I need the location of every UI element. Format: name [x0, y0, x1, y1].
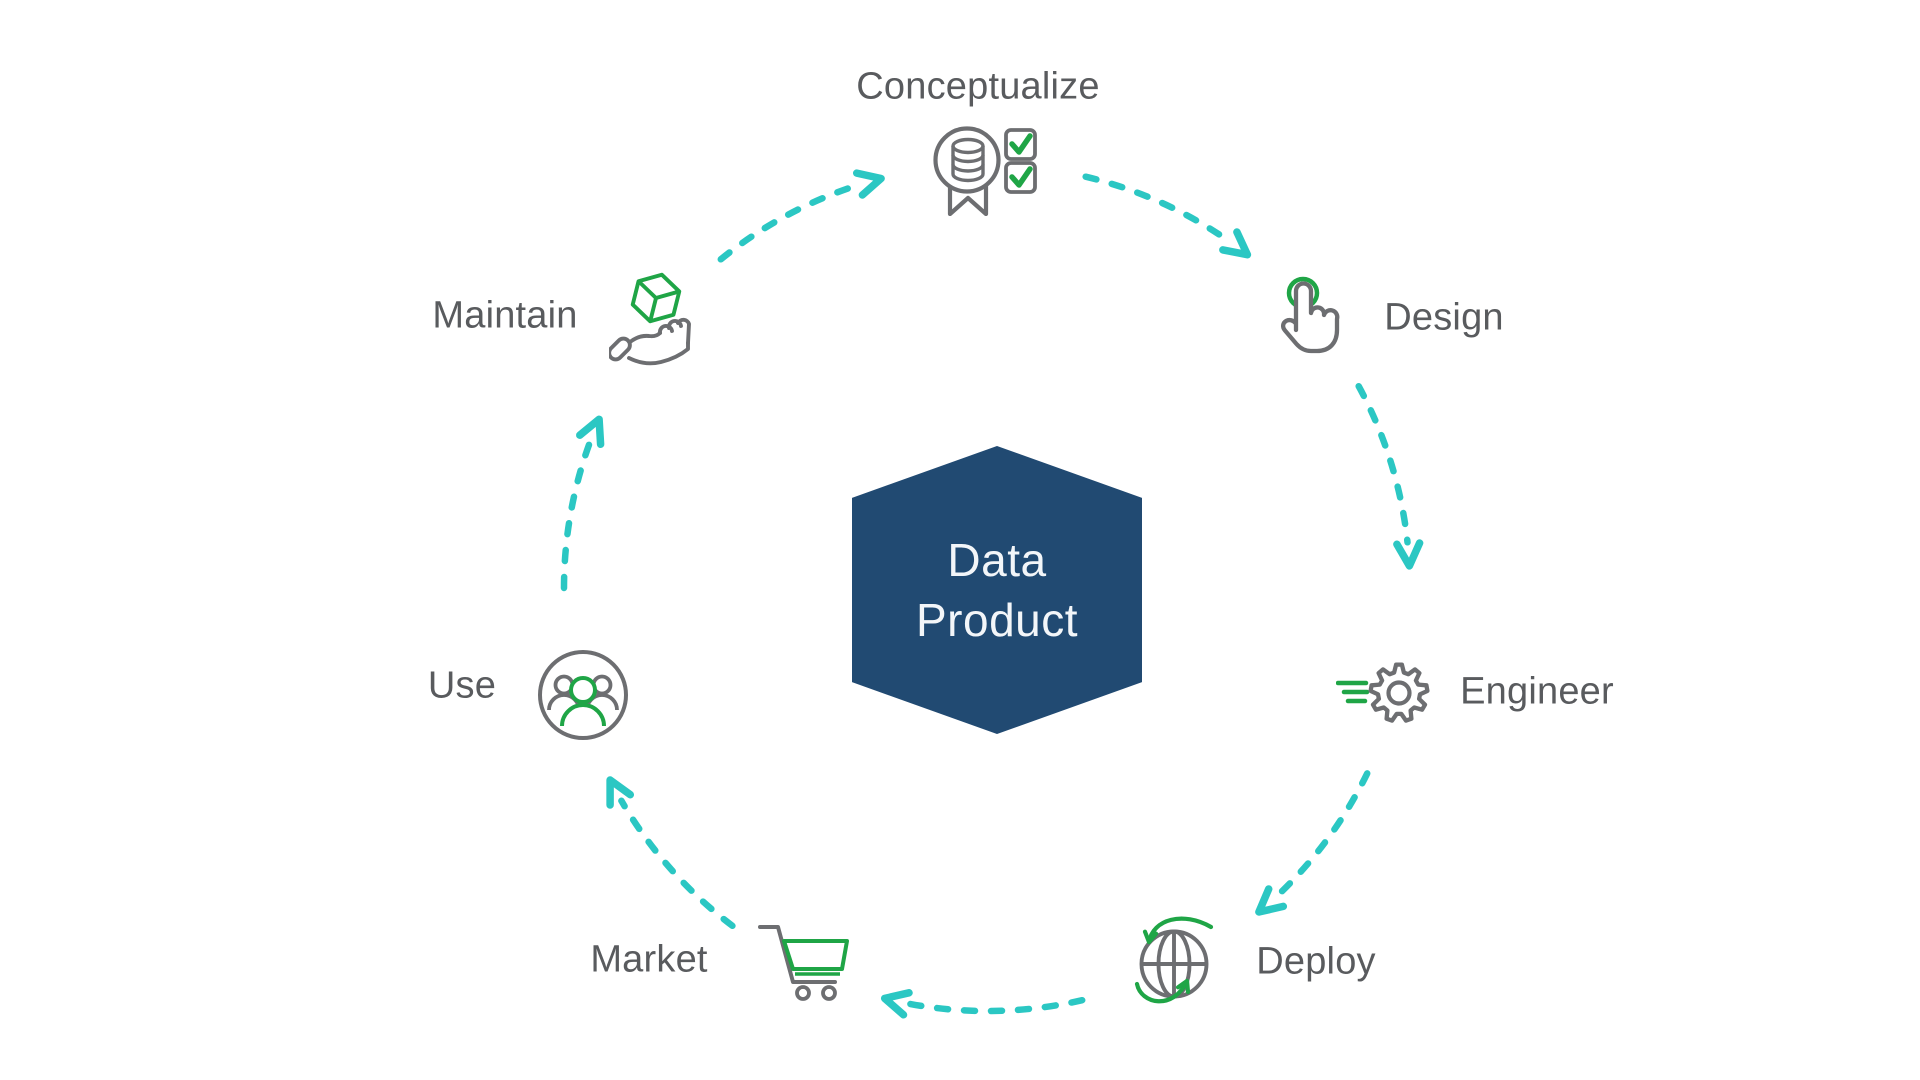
database-award-checklist-icon: [933, 126, 1037, 216]
shopping-cart-icon: [758, 925, 849, 1001]
stage-label-conceptualize: Conceptualize: [856, 65, 1100, 108]
flow-arrow-design-to-engineer: [1355, 382, 1411, 546]
flow-arrow-engineer-to-deploy: [1273, 770, 1371, 900]
gear-speed-icon: [1336, 662, 1430, 723]
flow-arrow-market-to-use: [618, 797, 736, 930]
stage-label-deploy: Deploy: [1256, 940, 1376, 983]
stage-label-market: Market: [590, 938, 708, 981]
stage-label-engineer: Engineer: [1460, 670, 1614, 713]
hexagon-label-line1: Data: [947, 534, 1047, 586]
stage-label-maintain: Maintain: [432, 294, 578, 337]
tap-gesture-icon: [1280, 276, 1340, 354]
flow-arrow-maintain-to-conceptualize: [717, 181, 862, 263]
flow-arrowhead-design-to-engineer: [1393, 539, 1424, 570]
flow-arrowhead-engineer-to-deploy: [1255, 885, 1288, 916]
flow-arrowhead-deploy-to-market: [880, 989, 913, 1019]
flow-arrowhead-use-to-maintain: [576, 415, 605, 449]
hexagon-label-line2: Product: [915, 594, 1079, 646]
hand-cube-icon: [609, 272, 691, 366]
flow-arrowhead-market-to-use: [606, 776, 635, 809]
flow-arrow-deploy-to-market: [904, 996, 1086, 1015]
flow-arrowhead-maintain-to-conceptualize: [852, 169, 885, 199]
data-product-hexagon: Data Product: [852, 446, 1142, 734]
stage-label-use: Use: [427, 664, 497, 707]
globe-orbit-icon: [1134, 916, 1214, 1004]
flow-arrow-use-to-maintain: [560, 437, 594, 592]
flow-arrowhead-conceptualize-to-design: [1219, 228, 1252, 259]
stage-label-design: Design: [1384, 296, 1504, 339]
flow-arrow-conceptualize-to-design: [1082, 173, 1232, 244]
user-group-icon: [538, 650, 628, 740]
